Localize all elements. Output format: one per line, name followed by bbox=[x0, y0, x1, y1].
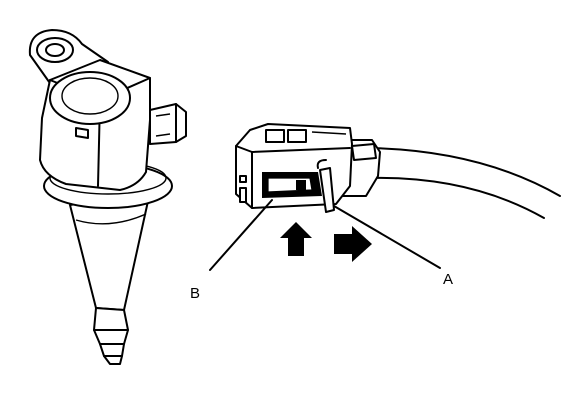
ignition-coil bbox=[28, 29, 187, 365]
arrow-up-icon bbox=[280, 222, 312, 256]
callout-label-a: A bbox=[443, 271, 453, 288]
leader-line-a bbox=[333, 205, 441, 269]
harness-connector bbox=[235, 123, 561, 219]
callout-label-b: B bbox=[190, 285, 200, 302]
arrow-right-icon bbox=[334, 226, 372, 262]
leader-line-b bbox=[209, 199, 273, 271]
